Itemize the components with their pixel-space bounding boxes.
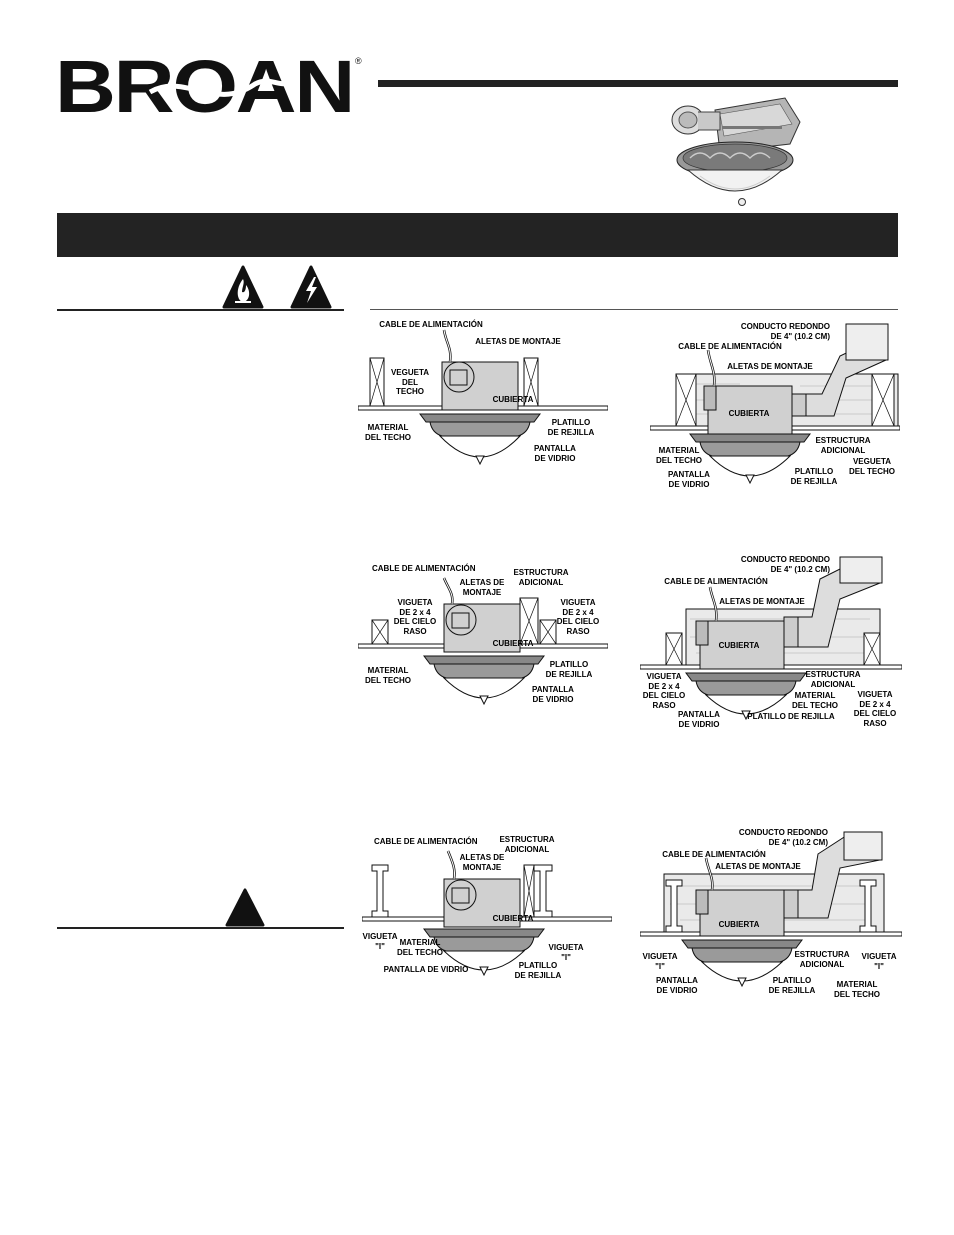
d1-cubierta-label: CUBIERTA	[492, 395, 534, 404]
diagram-joist-ducted: CONDUCTO REDONDO DE 4" (10.2 CM) CABLE D…	[650, 320, 900, 492]
d6-aletas-label: ALETAS DE MONTAJE	[715, 862, 801, 871]
d3-cubierta-label: CUBIERTA	[492, 639, 534, 648]
d2-vigueta-label: VEGUETA DEL TECHO	[848, 457, 896, 476]
d6-cable-label: CABLE DE ALIMENTACIÓN	[662, 850, 766, 859]
d4-cable-label: CABLE DE ALIMENTACIÓN	[664, 577, 768, 586]
section-rule-2	[57, 927, 344, 929]
broan-logo: BROAN ®	[55, 45, 365, 128]
d1-pantalla-label: PANTALLA DE VIDRIO	[534, 444, 576, 463]
diagrams-rule	[370, 309, 898, 310]
electric-shock-icon	[290, 265, 332, 309]
diagram-i-joist-flush-mount: CABLE DE ALIMENTACIÓN ESTRUCTURA ADICION…	[362, 835, 612, 985]
d6-vigueta-left-label: VIGUETA "I"	[642, 952, 678, 971]
d4-platillo-label: PLATILLO DE REJILLA	[747, 712, 835, 721]
d5-pantalla-label: PANTALLA DE VIDRIO	[383, 965, 469, 974]
d3-cable-label: CABLE DE ALIMENTACIÓN	[372, 564, 476, 573]
d1-material-label: MATERIAL DEL TECHO	[364, 423, 412, 442]
d2-cubierta-label: CUBIERTA	[728, 409, 770, 418]
d2-material-label: MATERIAL DEL TECHO	[655, 446, 703, 465]
d5-vigueta-left-label: VIGUETA "I"	[362, 932, 398, 951]
diagram-2x4-flush-mount: CABLE DE ALIMENTACIÓN ESTRUCTURA ADICION…	[358, 562, 608, 712]
d4-conducto-label: CONDUCTO REDONDO DE 4" (10.2 CM)	[740, 555, 830, 574]
header-rule	[378, 80, 898, 87]
product-image	[660, 92, 810, 210]
d5-estructura-label: ESTRUCTURA ADICIONAL	[499, 835, 555, 854]
d1-aletas-label: ALETAS DE MONTAJE	[475, 337, 561, 346]
d1-cable-label: CABLE DE ALIMENTACIÓN	[379, 320, 483, 329]
diagram-joist-flush-mount: CABLE DE ALIMENTACIÓN ALETAS DE MONTAJE …	[358, 318, 608, 473]
d4-estructura-label: ESTRUCTURA ADICIONAL	[805, 670, 861, 689]
d5-material-label: MATERIAL DEL TECHO	[396, 938, 444, 957]
joist-right	[523, 357, 539, 407]
d5-cable-label: CABLE DE ALIMENTACIÓN	[374, 837, 478, 846]
d4-pantalla-label: PANTALLA DE VIDRIO	[678, 710, 720, 729]
d5-vigueta-right-label: VIGUETA "I"	[548, 943, 584, 962]
registered-mark: ®	[355, 56, 362, 66]
d4-vigueta-left-label: VIGUETA DE 2 x 4 DEL CIELO RASO	[642, 672, 686, 710]
d4-material-label: MATERIAL DEL TECHO	[791, 691, 839, 710]
diagram-2x4-ducted: CONDUCTO REDONDO DE 4" (10.2 CM) CABLE D…	[640, 553, 902, 729]
d4-aletas-label: ALETAS DE MONTAJE	[719, 597, 805, 606]
d3-vigueta-left-label: VIGUETA DE 2 x 4 DEL CIELO RASO	[393, 598, 437, 636]
d6-pantalla-label: PANTALLA DE VIDRIO	[656, 976, 698, 995]
warning-icons	[220, 265, 335, 309]
d3-material-label: MATERIAL DEL TECHO	[364, 666, 412, 685]
title-banner	[57, 213, 898, 257]
d5-cubierta-label: CUBIERTA	[492, 914, 534, 923]
d2-platillo-label: PLATILLO DE REJILLA	[790, 467, 838, 486]
d2-conducto-label: CONDUCTO REDONDO DE 4" (10.2 CM)	[740, 322, 830, 341]
section-rule-1	[57, 309, 344, 311]
d3-aletas-label: ALETAS DE MONTAJE	[459, 578, 505, 597]
diagram-i-joist-ducted: CONDUCTO REDONDO DE 4" (10.2 CM) CABLE D…	[640, 826, 902, 999]
d2-pantalla-label: PANTALLA DE VIDRIO	[668, 470, 710, 489]
d3-pantalla-label: PANTALLA DE VIDRIO	[532, 685, 574, 704]
d6-material-label: MATERIAL DEL TECHO	[833, 980, 881, 999]
d4-cubierta-label: CUBIERTA	[718, 641, 760, 650]
d6-vigueta-right-label: VIGUETA "I"	[861, 952, 897, 971]
d1-vigueta-label: VEGUETA DEL TECHO	[390, 368, 430, 396]
d2-estructura-label: ESTRUCTURA ADICIONAL	[815, 436, 871, 455]
joist-left	[369, 357, 385, 407]
fire-hazard-icon	[222, 265, 264, 309]
d2-cable-label: CABLE DE ALIMENTACIÓN	[678, 342, 782, 351]
d3-platillo-label: PLATILLO DE REJILLA	[545, 660, 593, 679]
d5-platillo-label: PLATILLO DE REJILLA	[514, 961, 562, 980]
d5-aletas-label: ALETAS DE MONTAJE	[459, 853, 505, 872]
d2-aletas-label: ALETAS DE MONTAJE	[727, 362, 813, 371]
d6-platillo-label: PLATILLO DE REJILLA	[768, 976, 816, 995]
d6-cubierta-label: CUBIERTA	[718, 920, 760, 929]
d3-vigueta-right-label: VIGUETA DE 2 x 4 DEL CIELO RASO	[556, 598, 600, 636]
d1-platillo-label: PLATILLO DE REJILLA	[547, 418, 595, 437]
brand-name: BROAN	[55, 52, 353, 120]
d6-estructura-label: ESTRUCTURA ADICIONAL	[794, 950, 850, 969]
caution-icon	[224, 887, 266, 927]
d4-vigueta-right-label: VIGUETA DE 2 x 4 DEL CIELO RASO	[853, 690, 897, 728]
d6-conducto-label: CONDUCTO REDONDO DE 4" (10.2 CM)	[738, 828, 828, 847]
d3-estructura-label: ESTRUCTURA ADICIONAL	[513, 568, 569, 587]
